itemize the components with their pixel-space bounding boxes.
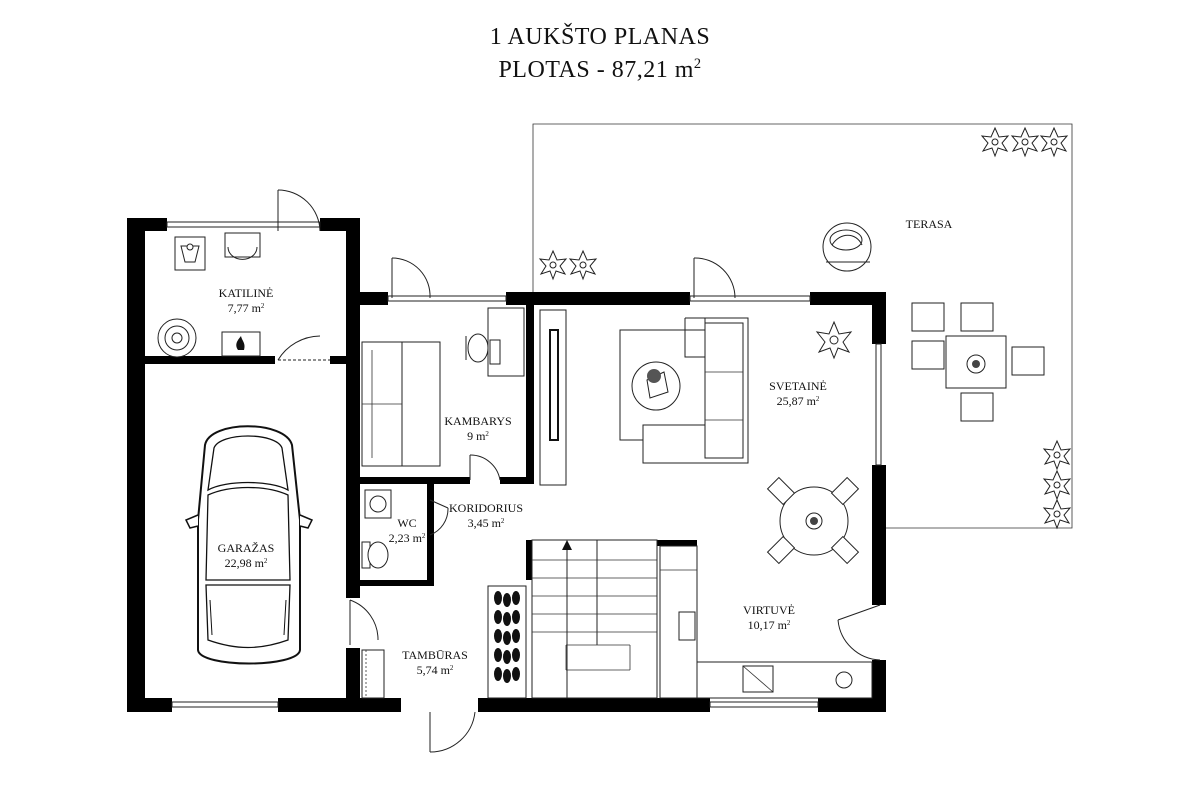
shoe-rack <box>487 585 527 699</box>
plan-area-superscript: 2 <box>693 56 702 72</box>
label-virtuve-name: VIRTUVĖ <box>743 603 795 617</box>
label-svetaine-area: 25,87 m2 <box>777 394 820 408</box>
kitchen-counters <box>659 545 873 699</box>
plan-area: PLOTAS - 87,21 m2 <box>0 56 1200 84</box>
terrace-area <box>532 123 1073 530</box>
plan-title-text: 1 AUKŠTO PLANAS <box>489 24 711 50</box>
entry-bench <box>361 649 385 699</box>
label-svetaine-name: SVETAINĖ <box>769 379 827 393</box>
doors[interactable] <box>277 189 881 753</box>
label-virtuve-area: 10,17 m2 <box>748 618 791 632</box>
terrace-dining-set <box>911 302 1045 422</box>
label-tamburas-area: 5,74 m2 <box>417 663 454 677</box>
label-wc-name: WC <box>397 516 416 530</box>
plan-title: 1 AUKŠTO PLANAS <box>0 24 1200 51</box>
label-katiline-name: KATILINĖ <box>219 286 274 300</box>
label-kambarys-area: 9 m2 <box>467 429 489 443</box>
tv-unit <box>539 309 567 486</box>
wc-fixtures <box>361 489 392 569</box>
windows <box>166 221 882 708</box>
car-icon <box>184 425 314 665</box>
boiler-room-fixtures <box>157 232 261 358</box>
walls <box>127 218 886 712</box>
label-garazas-area: 22,98 m2 <box>225 556 268 570</box>
label-tamburas-name: TAMBŪRAS <box>402 648 468 662</box>
staircase <box>531 539 658 699</box>
room-labels: KATILINĖ 7,77 m2 KAMBARYS 9 m2 SVETAINĖ … <box>218 217 953 677</box>
label-koridorius-name: KORIDORIUS <box>449 501 523 515</box>
bedroom-furniture <box>361 307 525 467</box>
label-kambarys-name: KAMBARYS <box>444 414 511 428</box>
hanging-chair-icon <box>822 222 872 272</box>
label-wc-area: 2,23 m2 <box>389 531 426 545</box>
label-katiline-area: 7,77 m2 <box>228 301 265 315</box>
label-koridorius-area: 3,45 m2 <box>468 516 505 530</box>
plan-area-text: PLOTAS - 87,21 m <box>498 57 694 83</box>
label-terasa-name: TERASA <box>906 217 953 231</box>
label-garazas-name: GARAŽAS <box>218 541 275 555</box>
living-room-furniture <box>619 317 860 565</box>
plant-icons <box>538 126 1072 530</box>
